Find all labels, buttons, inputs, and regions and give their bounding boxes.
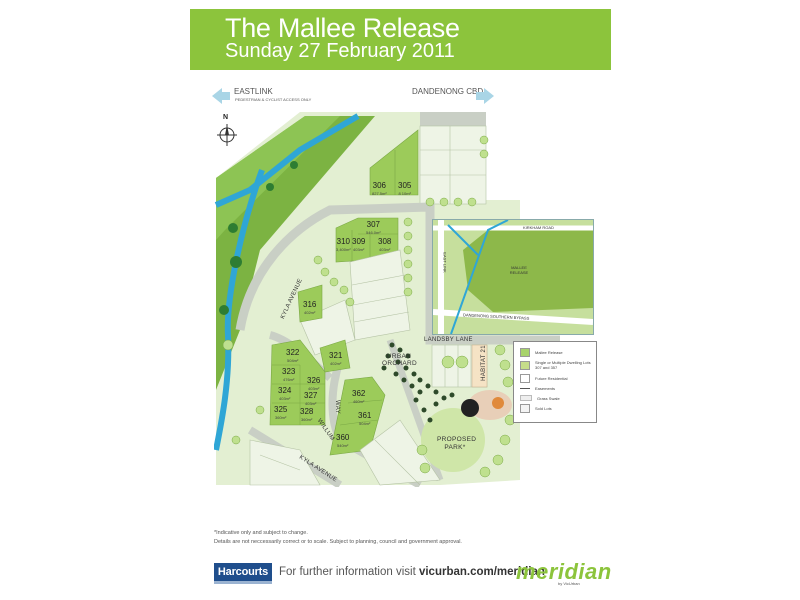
legend-label: Easements (535, 386, 556, 391)
disclaimer-footnote: *Indicative only and subject to change. … (214, 529, 462, 547)
map-legend: Mallee Release Single or Multiple Dwelli… (513, 341, 597, 423)
legend-item-dwelling-lots: Single or Multiple Dwelling Lots 307 and… (520, 360, 592, 370)
harcourts-logo[interactable]: Harcourts (214, 563, 272, 584)
footnote-line-2: Details are not neccessarily correct or … (214, 539, 462, 545)
inset-road-top: KIRKHAM ROAD (523, 225, 554, 230)
direction-dandenong: DANDENONG CBD (412, 87, 484, 96)
inset-road-left: EAST LINK (442, 252, 448, 273)
compass-n-label: N (223, 114, 229, 121)
road-label-way: WAY (333, 400, 340, 414)
meridian-logo[interactable]: meridian (516, 559, 612, 584)
legend-swatch (520, 374, 530, 383)
arrow-right-icon-tail (476, 92, 484, 100)
feature-proposed-park: PROPOSED PARK* (437, 436, 477, 451)
legend-item-mallee-release: Mallee Release (520, 348, 563, 357)
legend-item-easements: Easements (520, 386, 555, 391)
meridian-by-vicurban: by VicUrban (558, 581, 580, 586)
inset-area-label: MALLEE RELEASE (509, 265, 529, 275)
legend-swatch (520, 395, 532, 401)
legend-item-sold-lots: Sold Lots (520, 404, 552, 413)
direction-eastlink-sublabel: PEDESTRIAN & CYCLIST ACCESS ONLY (235, 97, 312, 102)
location-inset-map: KIRKHAM ROAD EAST LINK DANDENONG SOUTHER… (432, 219, 594, 335)
direction-eastlink: EASTLINK (234, 87, 273, 96)
arrow-right-icon (484, 88, 494, 104)
page-title: The Mallee Release (225, 13, 460, 43)
legend-item-future-residential: Future Residential (520, 374, 567, 383)
legend-swatch (520, 404, 530, 413)
legend-swatch (520, 348, 530, 357)
footnote-line-1: *Indicative only and subject to change. (214, 530, 308, 536)
info-link[interactable]: vicurban.com/meridian (418, 566, 545, 578)
road-label-habitat-21: HABITAT 21 (480, 345, 487, 381)
feature-urban-orchard: URBAN ORCHARD (382, 353, 417, 367)
header-banner: The Mallee Release Sunday 27 February 20… (190, 9, 611, 70)
site-map (214, 112, 560, 487)
legend-line-swatch (520, 388, 530, 389)
legend-swatch (520, 360, 530, 370)
info-text: For further information visit vicurban.c… (279, 566, 545, 578)
page-subtitle: Sunday 27 February 2011 (225, 40, 455, 62)
arrow-left-icon-tail (222, 92, 230, 100)
arrow-left-icon (212, 88, 222, 104)
legend-label: Single or Multiple Dwelling Lots 307 and… (535, 360, 591, 370)
legend-item-grass-swale: Grass Swale (520, 395, 560, 401)
north-compass-icon: N (216, 114, 238, 148)
legend-label: Grass Swale (537, 395, 560, 401)
legend-label: Future Residential (535, 376, 568, 381)
legend-label: Mallee Release (535, 350, 563, 355)
legend-label: Sold Lots (535, 406, 552, 411)
road-label-landsby-lane: LANDSBY LANE (424, 337, 473, 343)
info-prefix: For further information visit (279, 566, 419, 578)
